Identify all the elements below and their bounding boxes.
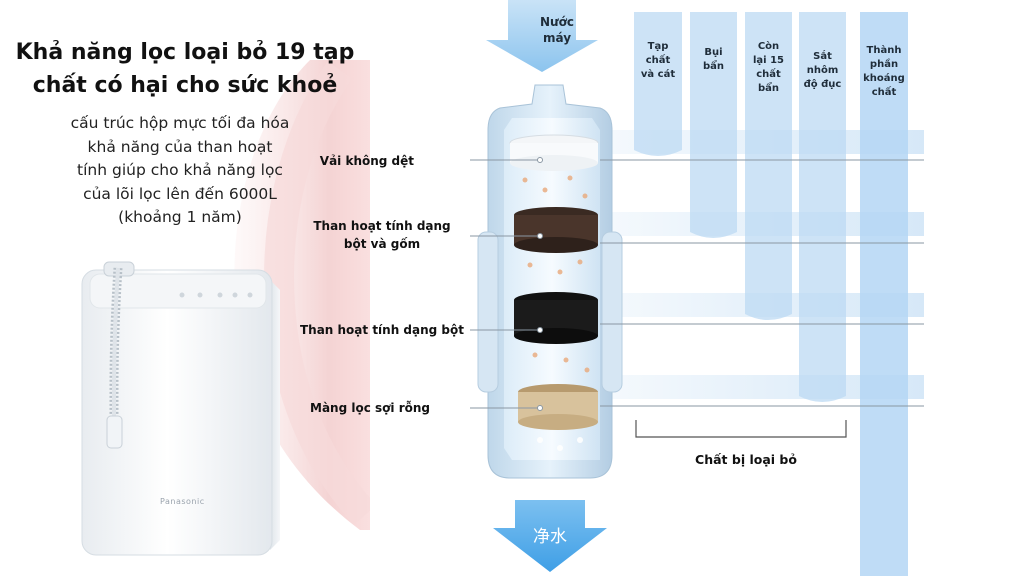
layer-label-carbon-ceramic: Than hoạt tính dạng bột và gốm bbox=[313, 219, 451, 251]
description-line: của lõi lọc lên đến 6000L bbox=[83, 184, 277, 203]
description: cấu trúc hộp mực tối đa hóa khả năng của… bbox=[40, 112, 320, 230]
layer-leader-lines bbox=[470, 159, 924, 409]
inlet-arrow bbox=[486, 0, 598, 72]
removed-substances-label: Chất bị loại bỏ bbox=[695, 452, 797, 467]
column-label-dust: Bụi bẩn bbox=[702, 47, 725, 72]
headline: Khả năng lọc loại bỏ 19 tạp chất có hại … bbox=[10, 36, 360, 102]
filter-cartridge bbox=[477, 84, 623, 479]
layer-label-hollow-fiber: Màng lọc sợi rỗng bbox=[310, 401, 430, 415]
description-line: (khoảng 1 năm) bbox=[118, 208, 242, 226]
description-line: tính giúp cho khả năng lọc bbox=[77, 161, 283, 179]
inlet-label: Nước máy bbox=[540, 15, 574, 45]
water-purifier-image bbox=[81, 261, 280, 556]
outlet-arrow bbox=[493, 500, 607, 572]
headline-line-1: Khả năng lọc loại bỏ 19 tạp bbox=[15, 40, 355, 65]
column-label-iron-aluminium: Sắt nhôm độ đục bbox=[803, 51, 842, 90]
column-label-15-contaminants: Còn lại 15 chất bẩn bbox=[752, 41, 784, 94]
filter-diagram bbox=[470, 0, 924, 576]
column-label-minerals: Thành phần khoáng chất bbox=[863, 45, 905, 98]
column-label-impurities-sand: Tạp chất và cát bbox=[640, 41, 676, 80]
brand-logo: Panasonic bbox=[160, 497, 205, 506]
layer-label-carbon-powder: Than hoạt tính dạng bột bbox=[299, 323, 464, 337]
headline-line-2: chất có hại cho sức khoẻ bbox=[32, 73, 338, 98]
outlet-label: 净水 bbox=[533, 527, 567, 547]
description-line: khả năng của than hoạt bbox=[87, 137, 273, 156]
removed-bracket bbox=[635, 420, 847, 438]
layer-label-non-woven-fabric: Vải không dệt bbox=[319, 154, 414, 168]
impurity-columns bbox=[634, 12, 908, 576]
description-line: cấu trúc hộp mực tối đa hóa bbox=[70, 114, 290, 132]
